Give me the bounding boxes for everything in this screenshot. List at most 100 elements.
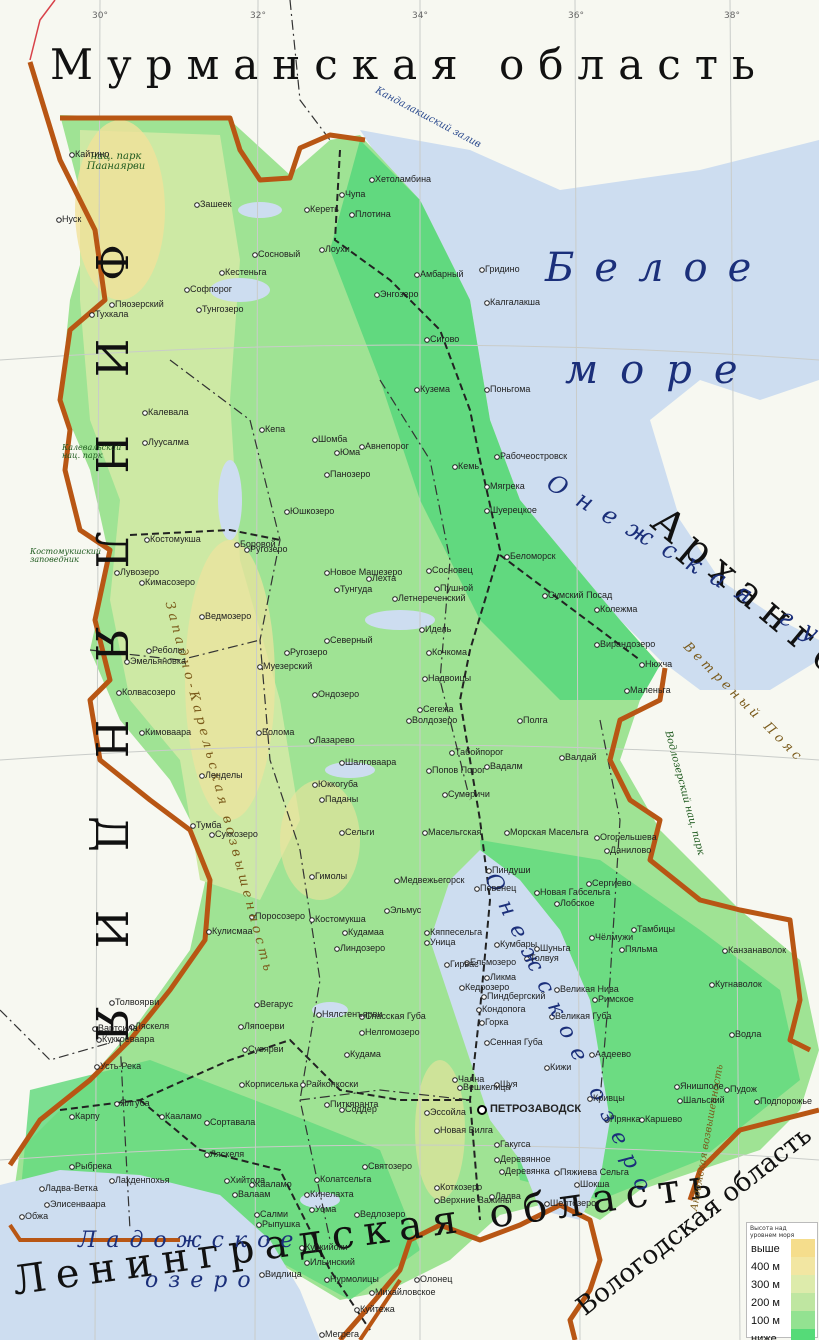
city-label[interactable]: Волдозеро <box>412 715 458 725</box>
city-label[interactable]: Лазарево <box>315 735 355 745</box>
city-label[interactable]: Кижи <box>550 1062 572 1072</box>
city-label[interactable]: Надвоицы <box>428 673 472 683</box>
city-label[interactable]: Пяозерский <box>115 299 164 309</box>
city-label[interactable]: Водла <box>735 1029 762 1039</box>
city-label[interactable]: Лехта <box>372 573 397 583</box>
city-label[interactable]: Обжа <box>25 1211 49 1221</box>
city-label[interactable]: Поросозеро <box>255 911 306 921</box>
city-label[interactable]: Деревянное <box>500 1154 551 1164</box>
city-label[interactable]: Попов Порог <box>432 765 486 775</box>
city-label[interactable]: Аадеево <box>595 1049 632 1059</box>
city-label[interactable]: Пяльма <box>625 944 658 954</box>
city-label[interactable]: Рыбрека <box>75 1161 112 1171</box>
city-label[interactable]: Кугнаволок <box>715 979 762 989</box>
city-label[interactable]: Сегежа <box>423 704 454 714</box>
city-label[interactable]: Энгозеро <box>380 289 419 299</box>
city-label[interactable]: Гирвас <box>450 959 479 969</box>
city-label[interactable]: Ликма <box>490 972 517 982</box>
city-label[interactable]: Сосновый <box>258 249 301 259</box>
capital-marker[interactable] <box>477 1105 487 1115</box>
city-label[interactable]: Боровой <box>240 539 276 549</box>
city-label[interactable]: Пудож <box>730 1084 757 1094</box>
city-label[interactable]: Зашеек <box>200 199 232 209</box>
city-label[interactable]: Соддер <box>345 1104 377 1114</box>
city-label[interactable]: Нялстенъярви <box>322 1009 383 1019</box>
city-label[interactable]: Ведлозеро <box>360 1209 406 1219</box>
city-label[interactable]: Костомукша <box>150 534 201 544</box>
city-label[interactable]: Сельги <box>345 827 375 837</box>
city-label[interactable]: Прянка <box>610 1114 641 1124</box>
city-label[interactable]: Римское <box>598 994 634 1004</box>
city-label[interactable]: Ляскеля <box>210 1149 245 1159</box>
city-label[interactable]: Шалговаара <box>345 757 397 767</box>
city-label[interactable]: Чёлмужи <box>595 932 634 942</box>
city-label[interactable]: Эссойла <box>430 1107 466 1117</box>
city-label[interactable]: Элисенваара <box>50 1199 106 1209</box>
city-label[interactable]: Луусалма <box>148 437 189 447</box>
city-label[interactable]: Верхние Важины <box>440 1195 512 1205</box>
city-label[interactable]: Лоухи <box>325 244 350 254</box>
city-label[interactable]: Ондозеро <box>318 689 360 699</box>
city-label[interactable]: Ляскеля <box>135 1021 170 1031</box>
city-label[interactable]: Кааламо <box>165 1111 202 1121</box>
city-label[interactable]: Кимоваара <box>145 727 192 737</box>
city-label[interactable]: Эмельяновка <box>130 656 186 666</box>
city-label[interactable]: Калгалакша <box>490 297 541 307</box>
city-label[interactable]: Шальский <box>683 1095 725 1105</box>
city-label[interactable]: Кестеньга <box>225 267 267 277</box>
city-label[interactable]: Великая Губа <box>555 1011 612 1021</box>
city-label[interactable]: Табойпорог <box>455 747 504 757</box>
city-label[interactable]: Плотина <box>355 209 391 219</box>
city-label[interactable]: Куккоеваара <box>102 1034 155 1044</box>
city-label[interactable]: Кааламо <box>255 1179 292 1189</box>
city-label[interactable]: Янишполе <box>680 1081 724 1091</box>
city-label[interactable]: Тунгуда <box>340 584 373 594</box>
city-label[interactable]: Пиндбергский <box>487 991 546 1001</box>
city-label[interactable]: Сергиево <box>592 878 632 888</box>
city-label[interactable]: Пиндуши <box>492 865 531 875</box>
city-label[interactable]: Уница <box>430 937 456 947</box>
city-label[interactable]: Кайтино <box>75 149 110 159</box>
city-label[interactable]: Ведмозеро <box>205 611 252 621</box>
city-label[interactable]: Кузема <box>420 384 450 394</box>
city-label[interactable]: Пяжиева Сельга <box>560 1167 629 1177</box>
city-label[interactable]: Муезерский <box>263 661 313 671</box>
city-label[interactable]: Реболы <box>152 645 185 655</box>
city-label[interactable]: Карпу <box>75 1111 100 1121</box>
city-label[interactable]: Масельгская <box>428 827 482 837</box>
city-label[interactable]: Толвоярви <box>115 997 160 1007</box>
city-label[interactable]: Суккозеро <box>215 829 258 839</box>
city-label[interactable]: Новая Габсельга <box>540 887 611 897</box>
city-label[interactable]: Гакугса <box>500 1139 531 1149</box>
city-label[interactable]: Шомба <box>318 434 348 444</box>
city-label[interactable]: Вешкелица <box>463 1082 511 1092</box>
city-label[interactable]: Колежма <box>600 604 638 614</box>
city-label[interactable]: Коткозеро <box>440 1182 483 1192</box>
city-label[interactable]: Валдай <box>565 752 597 762</box>
city-label[interactable]: Юшкозеро <box>290 506 335 516</box>
city-label[interactable]: Рыпушка <box>262 1219 301 1229</box>
city-label[interactable]: Идель <box>425 624 452 634</box>
city-label[interactable]: Эльмус <box>390 905 422 915</box>
city-label[interactable]: Кумбары <box>500 939 538 949</box>
city-label[interactable]: Ладва-Ветка <box>45 1183 98 1193</box>
city-label[interactable]: Деревянка <box>505 1166 550 1176</box>
city-label[interactable]: Тухкала <box>95 309 129 319</box>
city-label[interactable]: Ялгуба <box>120 1098 150 1108</box>
city-label[interactable]: Хетоламбина <box>375 174 432 184</box>
city-label[interactable]: Медвежьегорск <box>400 875 465 885</box>
city-label[interactable]: Кепа <box>265 424 286 434</box>
city-label[interactable]: Кемь <box>458 461 480 471</box>
city-label[interactable]: Калевала <box>148 407 189 417</box>
city-label[interactable]: Маленьга <box>630 685 671 695</box>
city-label[interactable]: Вадалм <box>490 761 523 771</box>
city-label[interactable]: Гридино <box>485 264 520 274</box>
city-label[interactable]: Горка <box>485 1017 509 1027</box>
city-label[interactable]: Кинелахта <box>310 1189 354 1199</box>
city-label[interactable]: Райконкоски <box>306 1079 359 1089</box>
city-label[interactable]: Вегаруc <box>260 999 294 1009</box>
city-label[interactable]: Ладва <box>495 1191 521 1201</box>
city-label[interactable]: Лобское <box>560 898 595 908</box>
city-label[interactable]: Михайловское <box>375 1287 436 1297</box>
